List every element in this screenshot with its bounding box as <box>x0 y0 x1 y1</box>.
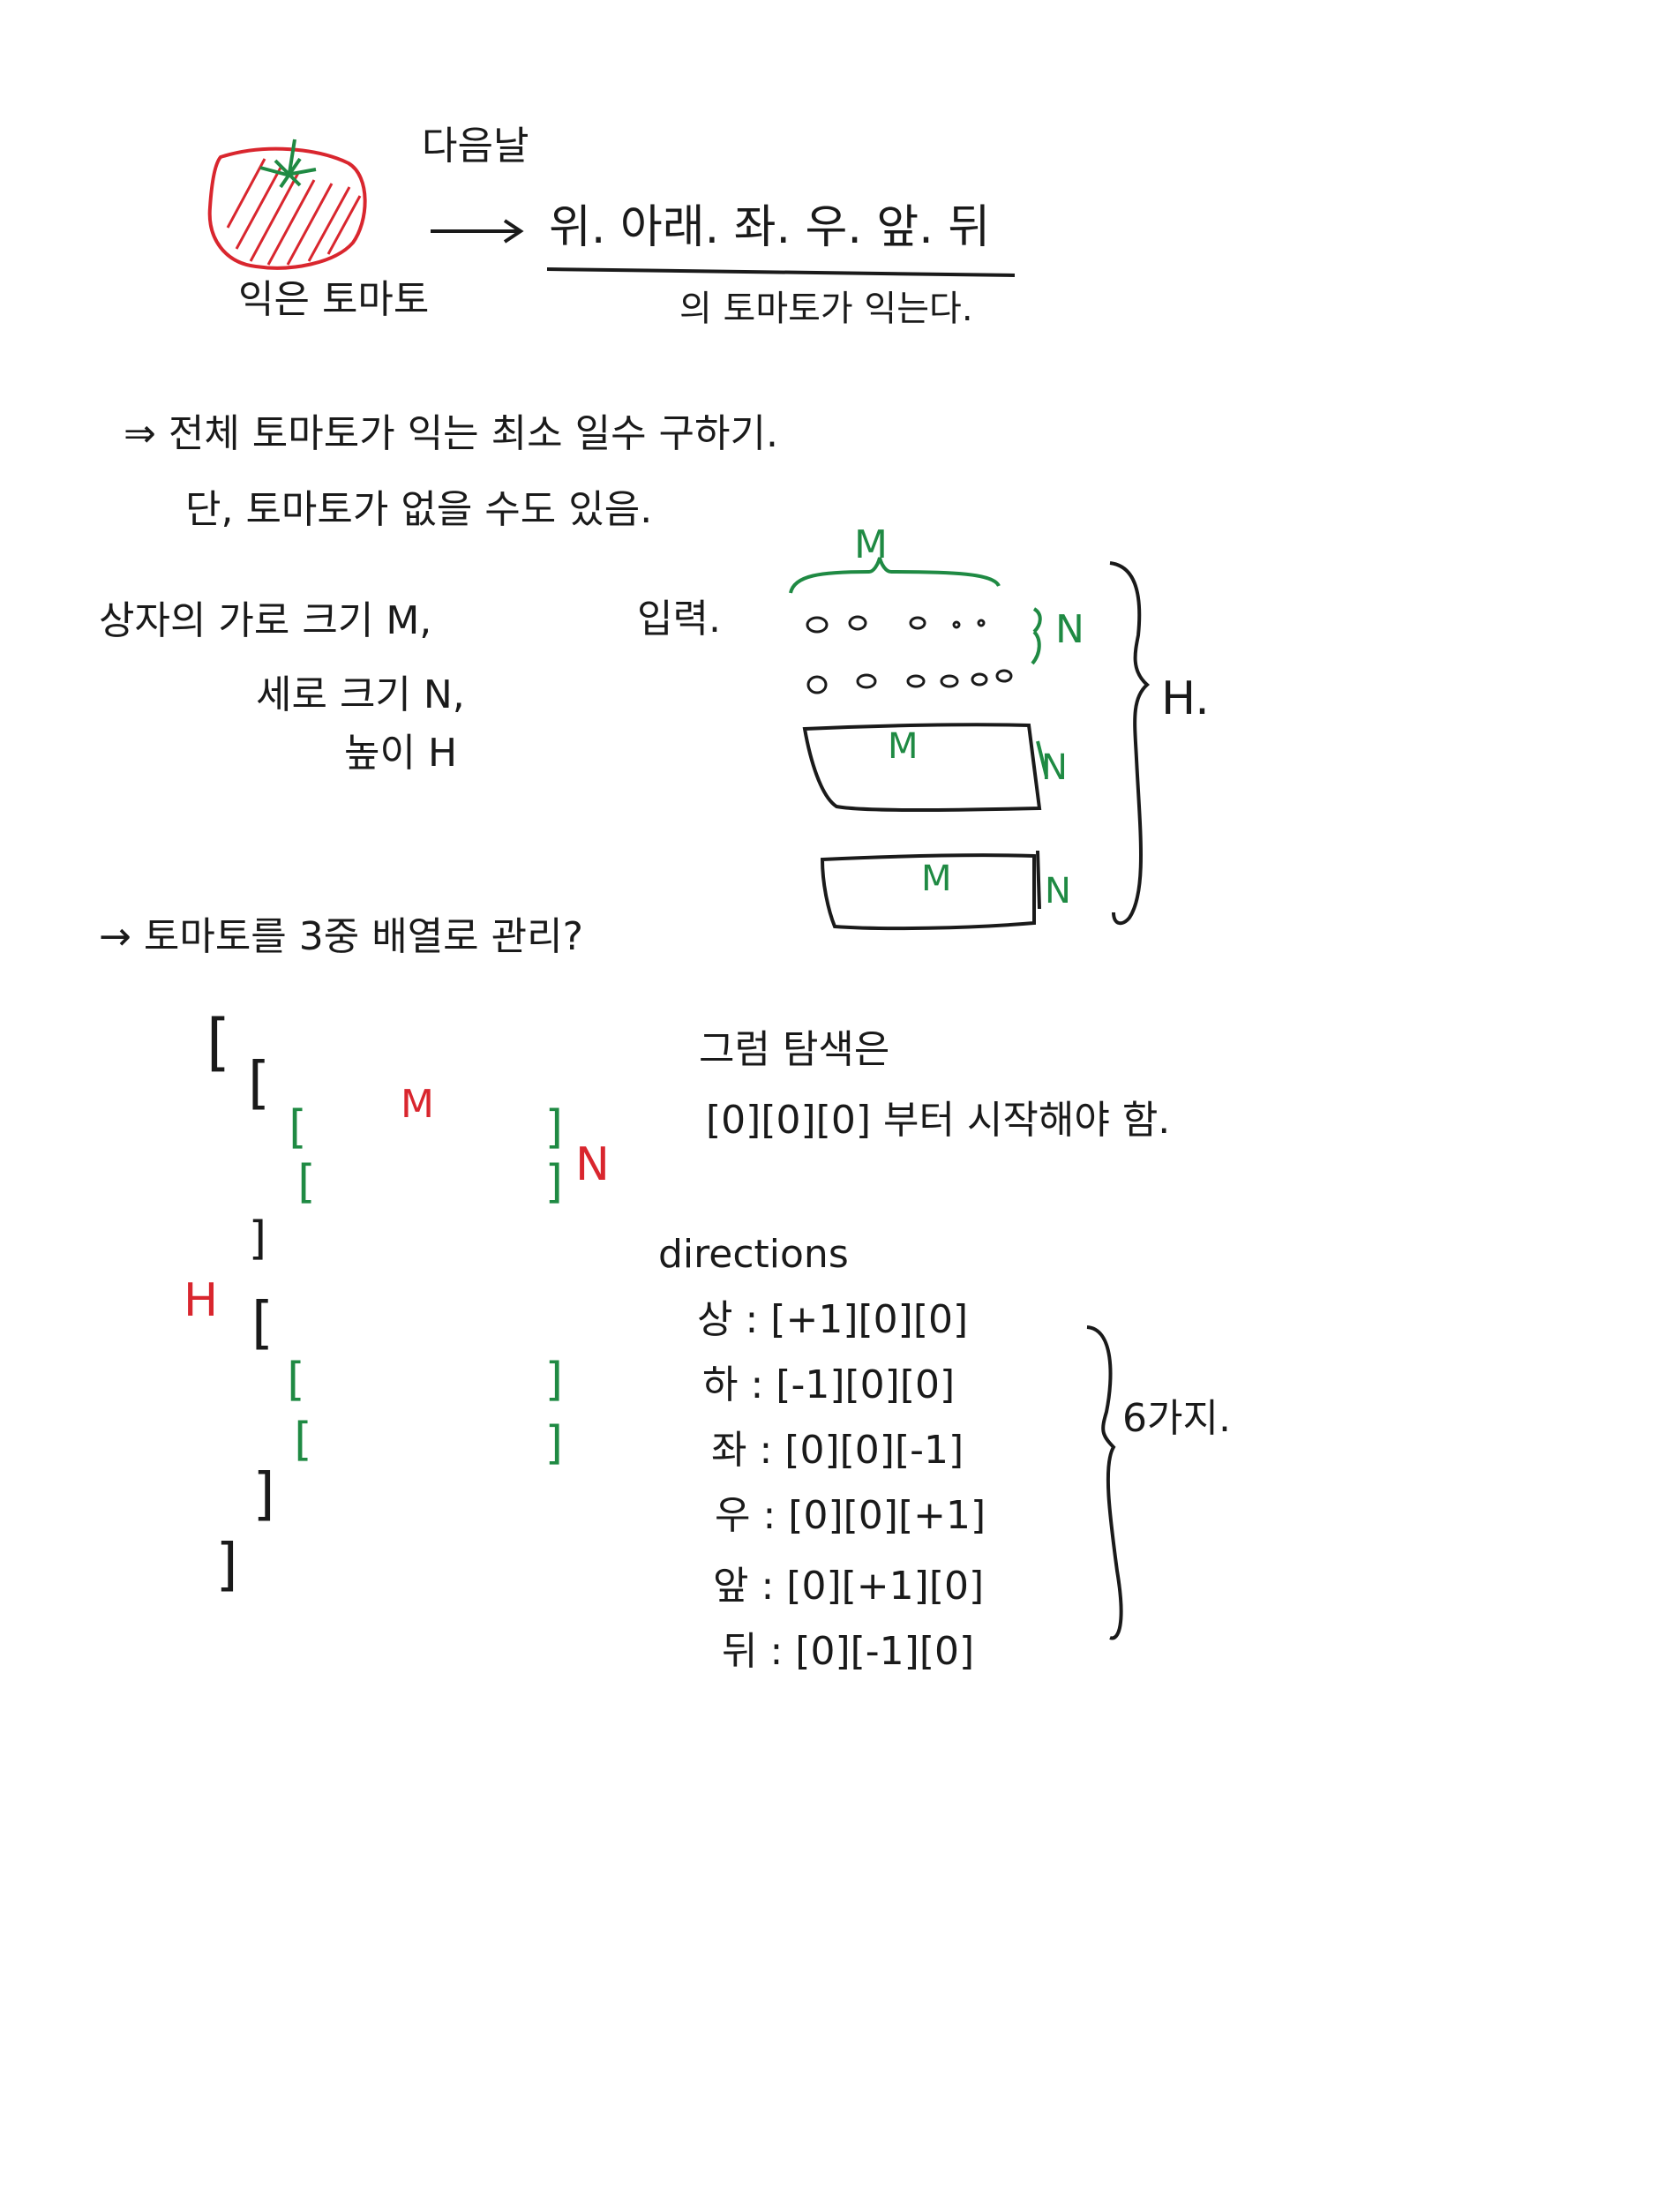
tomato-grid-sketch <box>806 615 1013 694</box>
direction-vector: : [+1][0][0] <box>745 1297 969 1342</box>
layer2-n-label: N <box>1045 871 1071 912</box>
direction-up: 상 : [+1][0][0] <box>697 1301 968 1339</box>
layer2-open-bracket: [ <box>244 1291 278 1356</box>
direction-down: 하 : [-1][0][0] <box>702 1366 955 1405</box>
next-day-label: 다음날 <box>422 124 529 169</box>
n-brace-top <box>1031 607 1042 665</box>
search-line-1: 그럼 탐색은 <box>699 1027 890 1072</box>
direction-right: 우 : [0][0][+1] <box>715 1497 986 1535</box>
direction-vector: : [0][+1][0] <box>761 1564 985 1609</box>
layer-box-2 <box>820 853 1036 931</box>
directions-count: 6가지. <box>1122 1396 1231 1441</box>
layer1-n-label: N <box>1041 747 1068 788</box>
direction-vector: : [0][-1][0] <box>769 1629 975 1674</box>
array-m-label: M <box>401 1082 434 1127</box>
h-brace <box>1109 561 1151 926</box>
tomato-icon <box>207 139 367 270</box>
sketch-n-label: N <box>1055 607 1084 652</box>
layer1-m-label: M <box>888 726 919 767</box>
direction-left: 좌 : [0][0][-1] <box>711 1431 964 1470</box>
neighbors-label: 위. 아래. 좌. 우. 앞. 뒤 <box>549 201 991 254</box>
ripens-label: 의 토마토가 익는다. <box>679 289 973 329</box>
array-h-label: H <box>184 1274 219 1327</box>
row1-open-bracket: [ <box>282 1101 311 1154</box>
direction-name: 상 <box>697 1297 733 1342</box>
direction-vector: : [0][0][+1] <box>762 1493 986 1538</box>
sketch-h-label: H. <box>1161 672 1210 725</box>
direction-vector: : [-1][0][0] <box>750 1362 956 1407</box>
direction-name: 우 <box>715 1493 751 1538</box>
direction-name: 하 <box>702 1362 739 1407</box>
direction-name: 앞 <box>713 1564 749 1609</box>
layer-box-1 <box>802 723 1042 812</box>
search-line-2: [0][0][0] 부터 시작해야 함. <box>706 1098 1171 1143</box>
row2-open-bracket: [ <box>291 1156 319 1209</box>
directions-title: directions <box>658 1232 849 1277</box>
goal-line-2: 단, 토마토가 없을 수도 있음. <box>185 487 653 532</box>
row4-open-bracket: [ <box>288 1414 316 1467</box>
row1-close-bracket: ] <box>542 1101 570 1154</box>
box-height-label: 세로 크기 N, <box>256 672 465 717</box>
outer-open-bracket: [ <box>198 1006 236 1078</box>
direction-back: 뒤 : [0][-1][0] <box>722 1632 974 1671</box>
layer2-m-label: M <box>921 859 952 899</box>
input-label: 입력. <box>637 597 721 642</box>
row3-close-bracket: ] <box>542 1354 570 1407</box>
outer-close-bracket: ] <box>212 1533 246 1598</box>
direction-name: 뒤 <box>722 1629 758 1674</box>
layer1-open-bracket: [ <box>240 1051 274 1116</box>
ripe-tomato-label: 익은 토마토 <box>238 277 430 322</box>
box-depth-label: 높이 H <box>344 731 458 776</box>
row3-open-bracket: [ <box>281 1354 309 1407</box>
direction-name: 좌 <box>711 1428 747 1473</box>
layer2-close-bracket: ] <box>249 1462 283 1527</box>
direction-front: 앞 : [0][+1][0] <box>713 1567 984 1606</box>
m-brace <box>789 557 1001 594</box>
directions-brace <box>1086 1325 1123 1640</box>
row2-close-bracket: ] <box>542 1156 570 1209</box>
goal-line-1: ⇒ 전체 토마토가 익는 최소 일수 구하기. <box>124 411 778 456</box>
array-n-label: N <box>575 1138 610 1191</box>
array-title: → 토마토를 3중 배열로 관리? <box>99 914 583 959</box>
underline-divider <box>546 267 1016 277</box>
box-width-label: 상자의 가로 크기 M, <box>99 598 432 643</box>
direction-vector: : [0][0][-1] <box>759 1428 964 1473</box>
sketch-m-label: M <box>854 522 888 567</box>
layer1-close-bracket: ] <box>245 1212 274 1265</box>
arrow-right-icon <box>431 219 524 244</box>
row4-close-bracket: ] <box>542 1417 570 1470</box>
